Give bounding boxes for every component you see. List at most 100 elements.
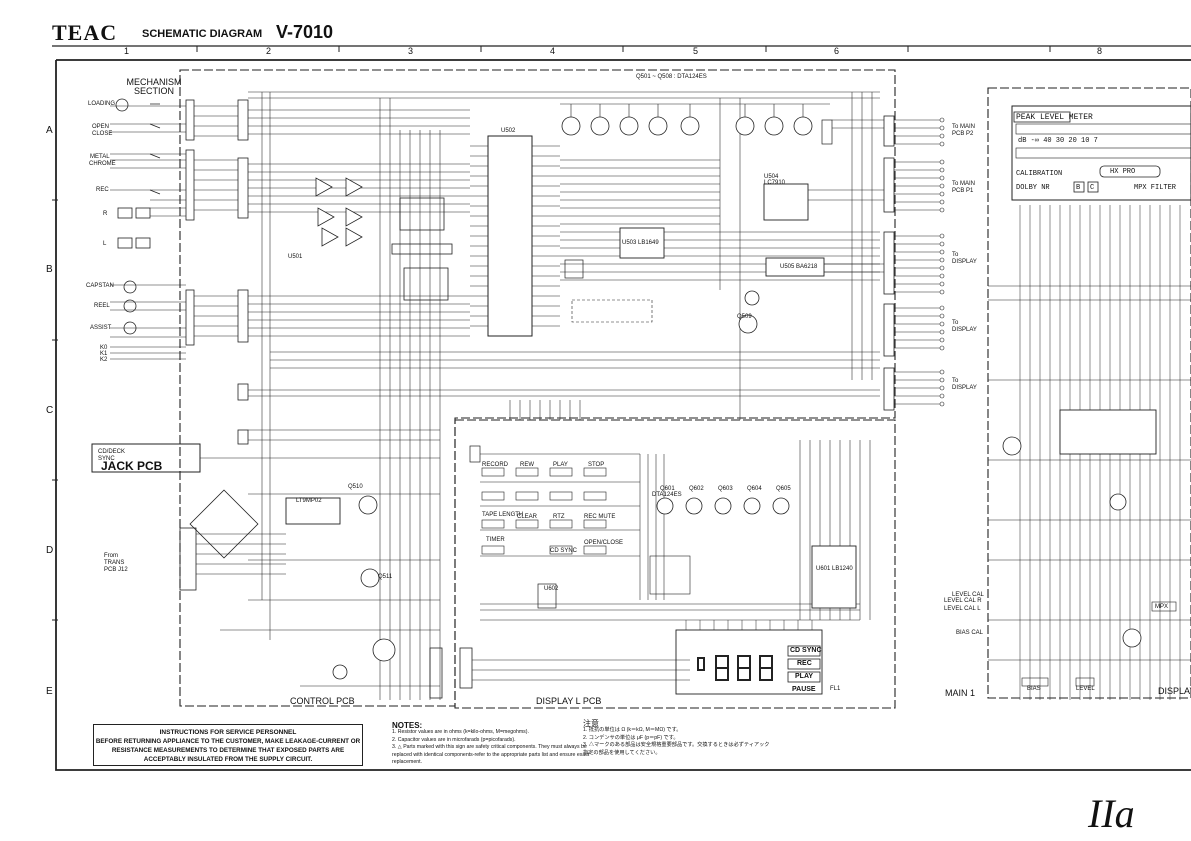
transistor-label: Q602 [689, 486, 704, 492]
mechanism-section-label: MECHANISM SECTION [126, 77, 182, 96]
key-label: CD SYNC [550, 548, 578, 554]
ic-label: U504 LC7910 [764, 174, 786, 186]
row-label: B [46, 264, 53, 275]
note-line: 2. Capacitor values are in microfarads (… [392, 736, 516, 743]
row-label: D [46, 545, 54, 556]
ic-label: U501 [288, 254, 303, 260]
mech-label: CHROME [89, 161, 116, 167]
column-label: 6 [834, 46, 840, 56]
ic-label: U602 [544, 586, 559, 592]
transistor-label: Q605 [776, 486, 791, 492]
ic-label: LT9MP02 [296, 498, 322, 504]
key-label: CLEAR [517, 514, 538, 520]
model-number: V-7010 [276, 22, 334, 42]
display-rec: REC [797, 660, 812, 667]
mech-label: R [103, 211, 108, 217]
ic-label: U502 [501, 128, 516, 134]
mech-label: OPEN [92, 124, 110, 130]
note-jp-line: 1. 抵抗の単位は Ω (k＝kΩ, M＝MΩ) です。 [583, 727, 682, 734]
key-label: PLAY [553, 462, 568, 468]
connector-to-display: To DISPLAY [952, 378, 977, 391]
jack-pcb-label: JACK PCB [101, 459, 163, 473]
key-label: TAPE LENGTH [482, 512, 524, 518]
calibration-label: CALIBRATION [1016, 170, 1063, 178]
mech-label: REEL [94, 303, 110, 309]
service-warning-body: BEFORE RETURNING APPLIANCE TO THE CUSTOM… [95, 738, 361, 763]
main1-label: MAIN 1 [945, 688, 976, 698]
display-l-pcb-label: DISPLAY L PCB [536, 696, 602, 706]
display-fl-label: FL1 [830, 686, 841, 692]
right-label: LEVEL [1076, 686, 1095, 692]
transistor-label: Q603 [718, 486, 733, 492]
mpx-filter-label: MPX FILTER [1134, 184, 1177, 192]
cd-deck-sync-label: CD/DECK SYNC [98, 449, 126, 462]
display-cd-sync: CD SYNC [790, 647, 822, 654]
transistor-label: Q510 [348, 484, 363, 490]
note-line: 1. Resistor values are in ohms (k=kilo-o… [392, 729, 529, 736]
mech-label: CAPSTAN [86, 283, 114, 289]
mech-label: ASSIST [90, 325, 112, 331]
ic-label: U505 BA6218 [780, 264, 818, 270]
transistor-row-label: Q501 ~ Q508 : DTA124ES [636, 74, 707, 80]
key-label: STOP [588, 462, 605, 468]
notes-block: NOTES: 1. Resistor values are in ohms (k… [392, 721, 592, 766]
connector-to-main-p2: To MAIN PCB P2 [952, 124, 976, 137]
row-label: E [46, 686, 53, 697]
row-label: C [46, 405, 54, 416]
column-label: 1 [124, 46, 130, 56]
mech-label: L [103, 241, 107, 247]
key-label: REC MUTE [584, 514, 616, 520]
column-label: 2 [266, 46, 272, 56]
ic-label: U503 LB1649 [622, 240, 659, 246]
mech-label: METAL [90, 154, 110, 160]
column-label: 5 [693, 46, 699, 56]
dolby-label: DOLBY NR [1016, 184, 1050, 192]
mech-label: CLOSE [92, 131, 113, 137]
connector-to-main-p1: To MAIN PCB P1 [952, 181, 976, 194]
right-label: BIAS CAL [956, 630, 984, 636]
right-label: LEVEL CAL R [944, 598, 982, 604]
right-label: LEVEL CAL [952, 592, 984, 598]
connector-to-display: To DISPLAY [952, 252, 977, 265]
transistor-label: Q509 [737, 314, 752, 320]
key-label: OPEN/CLOSE [584, 540, 624, 546]
display-pause: PAUSE [792, 686, 816, 693]
mech-label: K2 [100, 357, 108, 363]
note-line: 3. △ Parts marked with this sign are saf… [392, 744, 590, 766]
mech-label: K1 [100, 351, 108, 357]
brand-logo: TEAC [52, 20, 118, 45]
transistor-label: Q511 [378, 574, 393, 580]
control-pcb-label: CONTROL PCB [290, 696, 355, 706]
right-label: LEVEL CAL L [944, 606, 981, 612]
row-label: A [46, 125, 53, 136]
note-jp-line: 3. △マークのある部品は安全規格重要部品です。交換するときは必ずティアック指定… [583, 742, 770, 756]
document-title: SCHEMATIC DIAGRAM [142, 28, 263, 40]
transistor-label: Q601 [660, 486, 675, 492]
connector-to-display: To DISPLAY [952, 320, 977, 333]
mech-label: REC [96, 187, 109, 193]
mech-label: K0 [100, 345, 108, 351]
key-label: TIMER [486, 537, 505, 543]
note-jp-line: 2. コンデンサの単位は μF (p＝pF) です。 [583, 734, 679, 741]
column-label: 3 [408, 46, 414, 56]
key-label: RTZ [553, 514, 565, 520]
key-label: RECORD [482, 462, 509, 468]
notes-heading: NOTES: [392, 721, 423, 730]
notes-jp-heading: 注意 [583, 719, 599, 728]
mech-label: LOADING [88, 101, 116, 107]
transistor-label: Q604 [747, 486, 762, 492]
display-label: DISPLAY [1158, 686, 1191, 696]
column-label: 4 [550, 46, 556, 56]
service-warning-title: INSTRUCTIONS FOR SERVICE PERSONNEL [159, 729, 297, 736]
hx-pro-label: HX PRO [1110, 168, 1136, 176]
column-label: 8 [1097, 46, 1103, 56]
page-mark: IIa [1088, 791, 1135, 836]
dolby-b-label: B [1076, 184, 1081, 192]
service-warning-box: INSTRUCTIONS FOR SERVICE PERSONNEL BEFOR… [93, 724, 363, 766]
key-label: REW [520, 462, 534, 468]
display-play: PLAY [795, 673, 814, 680]
right-label: BIAS [1027, 686, 1041, 692]
notes-jp-block: 注意 1. 抵抗の単位は Ω (k＝kΩ, M＝MΩ) です。 2. コンデンサ… [583, 719, 773, 757]
right-label: MPX [1155, 604, 1169, 610]
